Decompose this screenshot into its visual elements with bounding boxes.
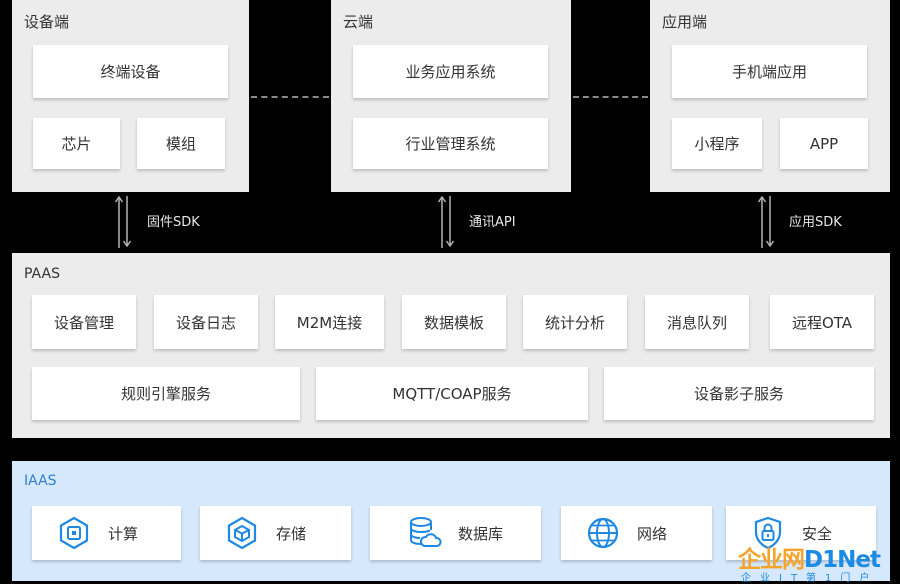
comm-api-label: 通讯API [469,215,516,230]
app-end-panel: 应用端 手机端应用 小程序 APP [650,0,890,192]
iaas-compute-label: 计算 [108,524,139,543]
app-sdk-arrow [757,195,775,248]
cloud-end-panel: 云端 业务应用系统 行业管理系统 [331,0,571,192]
miniprogram-box[interactable]: 小程序 [672,118,762,169]
iaas-network[interactable]: 网络 [561,506,712,560]
paas-mqtt-coap[interactable]: MQTT/COAP服务 [316,367,588,420]
iaas-panel: IAAS 计算 存储 数据库 [12,461,890,581]
terminal-device-box[interactable]: 终端设备 [33,45,228,98]
cloud-end-title: 云端 [343,13,374,31]
paas-device-shadow[interactable]: 设备影子服务 [604,367,874,420]
device-end-title: 设备端 [24,13,70,31]
network-icon [587,517,619,549]
iaas-storage-label: 存储 [276,524,307,543]
business-system-box[interactable]: 业务应用系统 [353,45,548,98]
industry-system-box[interactable]: 行业管理系统 [353,118,548,169]
paas-data-template[interactable]: 数据模板 [402,295,506,349]
iaas-security[interactable]: 安全 [726,506,876,560]
cloud-app-dashed-link [573,96,648,98]
iaas-database-label: 数据库 [458,524,504,543]
paas-statistics[interactable]: 统计分析 [523,295,627,349]
paas-title: PAAS [24,266,60,282]
d1net-watermark: 企业网D1Net 企业IT第1门户 [738,540,900,584]
watermark-subtitle: 企业IT第1门户 [741,573,879,584]
iaas-database[interactable]: 数据库 [370,506,541,560]
iaas-compute[interactable]: 计算 [32,506,181,560]
watermark-logo: 企业网D1Net [738,547,881,573]
comm-api-arrow [437,195,455,248]
paas-panel: PAAS 设备管理 设备日志 M2M连接 数据模板 统计分析 消息队列 远程OT… [12,253,890,438]
firmware-sdk-arrow [114,195,132,248]
module-box[interactable]: 模组 [137,118,225,169]
paas-message-queue[interactable]: 消息队列 [645,295,749,349]
app-end-title: 应用端 [662,13,708,31]
firmware-sdk-label: 固件SDK [147,215,200,230]
compute-icon [59,516,89,550]
security-icon [754,516,782,550]
iaas-network-label: 网络 [637,524,668,543]
app-box[interactable]: APP [780,118,868,169]
database-icon [410,517,442,547]
paas-m2m-connection[interactable]: M2M连接 [275,295,384,349]
storage-icon [227,516,257,550]
mobile-app-box[interactable]: 手机端应用 [672,45,867,98]
iaas-storage[interactable]: 存储 [200,506,351,560]
paas-device-log[interactable]: 设备日志 [154,295,258,349]
iaas-security-label: 安全 [802,524,833,543]
iaas-title: IAAS [24,473,57,489]
paas-device-management[interactable]: 设备管理 [32,295,136,349]
device-end-panel: 设备端 终端设备 芯片 模组 [12,0,249,192]
device-cloud-dashed-link [251,96,329,98]
paas-remote-ota[interactable]: 远程OTA [770,295,874,349]
paas-rule-engine[interactable]: 规则引擎服务 [32,367,300,420]
app-sdk-label: 应用SDK [789,215,842,230]
chip-box[interactable]: 芯片 [33,118,120,169]
